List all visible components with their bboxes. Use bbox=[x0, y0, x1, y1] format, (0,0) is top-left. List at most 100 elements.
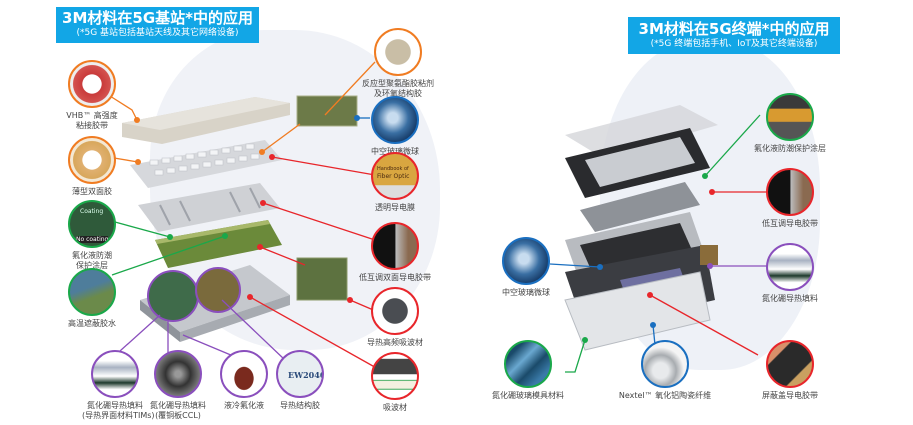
liquid-cooling-image bbox=[220, 350, 268, 398]
pcb-board-layer bbox=[155, 220, 282, 268]
phone-front-frame-layer bbox=[565, 128, 710, 198]
callout-structural-adhesive: EW2046 导热结构胶 bbox=[270, 350, 330, 411]
label-structural-adhesive: 导热结构胶 bbox=[280, 401, 320, 410]
label-phone-nextel: Nextel™ 氧化铝陶瓷纤维 bbox=[618, 391, 712, 400]
pu-adhesive-image bbox=[374, 28, 422, 76]
thermal-absorber-image bbox=[371, 287, 419, 335]
thin-tape-image bbox=[68, 136, 116, 184]
label-bn-ccl-line2: (覆铜板CCL) bbox=[155, 411, 201, 420]
callout-phone-pim-tape: 低互调导电胶带 bbox=[752, 168, 828, 229]
label-pim-tape: 低互调双面导电胶带 bbox=[359, 273, 431, 282]
connector-transparent-film bbox=[271, 156, 376, 176]
callout-thin-tape: 薄型双面胶 bbox=[62, 136, 122, 197]
callout-thermal-absorber: 导热高频吸波材 bbox=[365, 287, 425, 348]
phone-display-layer bbox=[580, 182, 700, 232]
connector-phone-coating bbox=[704, 114, 761, 177]
label-thin-tape: 薄型双面胶 bbox=[72, 187, 112, 196]
connector-vhb bbox=[109, 95, 138, 121]
phone-flex-cable bbox=[700, 245, 718, 265]
connector-fluoro-coating bbox=[114, 221, 171, 238]
antenna-array-layer bbox=[130, 140, 282, 188]
label-glass-bubbles: 中空玻璃微球 bbox=[365, 147, 425, 157]
callout-phone-glass-bubbles: 中空玻璃微球 bbox=[496, 237, 556, 298]
antenna-pcb-thumbnail bbox=[296, 95, 358, 127]
connector-phone-shield-tape bbox=[649, 294, 759, 356]
label-transparent-film: 透明导电膜 bbox=[375, 203, 415, 212]
callout-transparent-film: Handbook of Fiber Optic 透明导电膜 bbox=[365, 152, 425, 213]
phone-pim-tape-image bbox=[766, 168, 814, 216]
label-vhb-line2: 粘接胶带 bbox=[76, 121, 108, 130]
label-phone-glass-bubbles: 中空玻璃微球 bbox=[502, 288, 550, 297]
pcb-zoom-circle-1 bbox=[147, 270, 199, 322]
rf-pcb-thumbnail bbox=[296, 257, 348, 301]
callout-phone-nextel: Nextel™ 氧化铝陶瓷纤维 bbox=[615, 340, 715, 401]
callout-absorber: 吸波材 bbox=[365, 352, 425, 413]
callout-glass-bubbles: 中空玻璃微球 bbox=[365, 96, 425, 157]
label-liquid-cooling: 液冷氟化液 bbox=[224, 401, 264, 410]
connector-rf-pcb bbox=[259, 246, 306, 266]
bn-ccl-image bbox=[154, 350, 202, 398]
label-vhb-line1: VHB™ 高强度 bbox=[66, 111, 118, 120]
phone-coating-image bbox=[766, 93, 814, 141]
label-pu-line1: 反应型聚氨酯胶粘剂 bbox=[362, 79, 434, 88]
glass-bubbles-image bbox=[371, 96, 419, 144]
callout-phone-mold: 氮化硼玻璃模具材料 bbox=[490, 340, 566, 401]
masking-glue-image bbox=[68, 268, 116, 316]
phone-glass-bubbles-image bbox=[502, 237, 550, 285]
connector-structural-adhesive bbox=[221, 299, 286, 361]
label-phone-coating: 氟化液防潮保护涂层 bbox=[754, 144, 826, 153]
transparent-film-image: Handbook of Fiber Optic bbox=[371, 152, 419, 200]
callout-phone-shield-tape: 屏蔽盖导电胶带 bbox=[752, 340, 828, 401]
label-bn-tims-line2: (导热界面材料TIMs) bbox=[82, 411, 155, 420]
ew2046-text: EW2046 bbox=[288, 370, 324, 380]
connector-pu-adhesive bbox=[324, 61, 376, 116]
radome-cover-layer bbox=[122, 97, 290, 144]
callout-fluoro-coating: Coating No coating 氟化液防潮 保护涂层 bbox=[62, 200, 122, 271]
label-masking-glue: 高温遮蔽胶水 bbox=[68, 319, 116, 328]
terminal-title-box: 3M材料在5G终端*中的应用 (*5G 终端包括手机、IoT及其它终端设备) bbox=[628, 17, 840, 54]
phone-mold-image bbox=[504, 340, 552, 388]
label-fluoro-line2: 保护涂层 bbox=[76, 261, 108, 270]
label-bn-tims-line1: 氮化硼导热填料 bbox=[87, 401, 143, 410]
handbook-text: Handbook of bbox=[377, 166, 409, 172]
callout-liquid-cooling: 液冷氟化液 bbox=[214, 350, 274, 411]
callout-bn-ccl: 氮化硼导热填料 (覆铜板CCL) bbox=[148, 350, 208, 421]
phone-back-cover-layer bbox=[564, 271, 711, 351]
label-bn-ccl-line1: 氮化硼导热填料 bbox=[150, 401, 206, 410]
base-station-subtitle: (*5G 基站包括基站天线及其它网络设备) bbox=[76, 28, 239, 38]
base-station-title-box: 3M材料在5G基站*中的应用 (*5G 基站包括基站天线及其它网络设备) bbox=[56, 7, 259, 43]
phone-bn-filler-image bbox=[766, 243, 814, 291]
callout-masking-glue: 高温遮蔽胶水 bbox=[62, 268, 122, 329]
pcb-zoom-circle-2 bbox=[195, 267, 241, 313]
label-phone-bn-filler: 氮化硼导热填料 bbox=[762, 294, 818, 303]
support-frame-layer bbox=[138, 183, 280, 232]
callout-bn-tims: 氮化硼导热填料 (导热界面材料TIMs) bbox=[82, 350, 155, 421]
connector-phone-glass-bubbles bbox=[549, 263, 601, 268]
pim-tape-image bbox=[371, 222, 419, 270]
fluoro-coating-image: Coating No coating bbox=[68, 200, 116, 248]
coating-text: Coating bbox=[80, 208, 104, 215]
label-phone-shield-tape: 屏蔽盖导电胶带 bbox=[762, 391, 818, 400]
bn-tims-image bbox=[91, 350, 139, 398]
label-phone-pim-tape: 低互调导电胶带 bbox=[762, 219, 818, 228]
callout-phone-coating: 氟化液防潮保护涂层 bbox=[752, 93, 828, 154]
connector-masking bbox=[111, 235, 226, 276]
label-fluoro-line1: 氟化液防潮 bbox=[72, 251, 112, 260]
connector-absorber-2 bbox=[249, 296, 381, 371]
connector-pim-tape bbox=[262, 202, 376, 241]
terminal-subtitle: (*5G 终端包括手机、IoT及其它终端设备) bbox=[650, 39, 818, 49]
fiber-optic-text: Fiber Optic bbox=[377, 173, 410, 180]
callout-vhb-tape: VHB™ 高强度 粘接胶带 bbox=[62, 60, 122, 131]
label-phone-mold: 氮化硼玻璃模具材料 bbox=[492, 391, 564, 400]
nextel-image bbox=[641, 340, 689, 388]
terminal-title: 3M材料在5G终端*中的应用 bbox=[638, 20, 830, 38]
vhb-tape-image bbox=[68, 60, 116, 108]
phone-glass-layer bbox=[565, 105, 718, 158]
callout-pim-tape: 低互调双面导电胶带 bbox=[358, 222, 432, 283]
no-coating-text: No coating bbox=[76, 236, 109, 243]
phone-shield-tape-image bbox=[766, 340, 814, 388]
connector-pu-adhesive-2 bbox=[261, 123, 301, 153]
label-thermal-absorber: 导热高频吸波材 bbox=[367, 338, 423, 347]
structural-adhesive-image: EW2046 bbox=[276, 350, 324, 398]
